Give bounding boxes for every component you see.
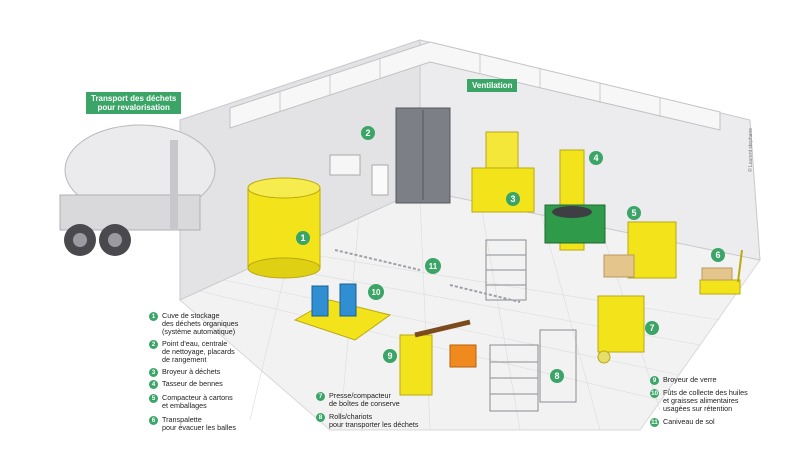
can-press [597,295,645,364]
badge-6: 6 [711,248,725,262]
svg-text:2: 2 [365,128,370,138]
cardboard-compactor [603,221,677,279]
pallet-truck [699,249,743,295]
rolling-carts [485,239,577,412]
svg-text:7: 7 [649,323,654,333]
floor-drain [334,249,521,303]
svg-text:10: 10 [372,288,381,297]
tanker-truck [59,124,216,256]
badge-1: 1 [296,231,310,245]
legend-num: 2 [149,340,158,349]
legend-text: Transpalette pour évacuer les balles [162,415,236,433]
svg-text:9: 9 [387,351,392,361]
legend-num: 4 [149,380,158,389]
badge-7: 7 [645,321,659,335]
badge-3: 3 [506,192,520,206]
legend-num: 8 [316,413,325,422]
badge-9: 9 [383,349,397,363]
badge-8: 8 [550,369,564,383]
badge-11: 11 [425,258,441,274]
glass-grinder [399,319,477,396]
legend-text: Caniveau de sol [663,417,715,426]
legend-num: 6 [149,416,158,425]
legend-num: 5 [149,394,158,403]
water-point-and-cabinets [329,107,451,204]
badge-10: 10 [368,284,384,300]
bin-tipper [544,149,606,251]
badge-4: 4 [589,151,603,165]
svg-text:3: 3 [510,194,515,204]
svg-text:8: 8 [554,371,559,381]
legend-num: 10 [650,389,659,398]
transport-tag: Transport des déchets pour revalorisatio… [86,92,182,114]
legend-num: 9 [650,376,659,385]
svg-text:1: 1 [300,233,305,243]
legend-text: Cuve de stockage des déchets organiques … [162,311,239,337]
badge-2: 2 [361,126,375,140]
legend-num: 7 [316,392,325,401]
legend-num: 11 [650,418,659,427]
svg-text:5: 5 [631,208,636,218]
organic-waste-tank [247,177,321,279]
legend-text: Presse/compacteur de boîtes de conserve [329,391,400,409]
legend-text: Broyeur de verre [663,375,717,384]
legend-text: Point d'eau, centrale de nettoyage, plac… [162,339,235,365]
svg-text:6: 6 [715,250,720,260]
badge-5: 5 [627,206,641,220]
legend-num: 1 [149,312,158,321]
duct-segments [279,54,661,117]
legend-num: 3 [149,368,158,377]
legend-text: Rolls/chariots pour transporter les déch… [329,412,419,430]
svg-text:11: 11 [429,262,438,271]
svg-text:4: 4 [593,153,598,163]
ventilation-duct [229,41,721,131]
legend-text: Fûts de collecte des huiles et graisses … [663,388,748,414]
waste-grinder [471,131,535,213]
legend-text: Broyeur à déchets [162,367,221,376]
legend-text: Compacteur à cartons et emballages [162,393,233,411]
oil-drums-on-retention [293,283,392,341]
legend-text: Tasseur de bennes [162,379,223,388]
ventilation-tag: Ventilation [467,79,518,92]
